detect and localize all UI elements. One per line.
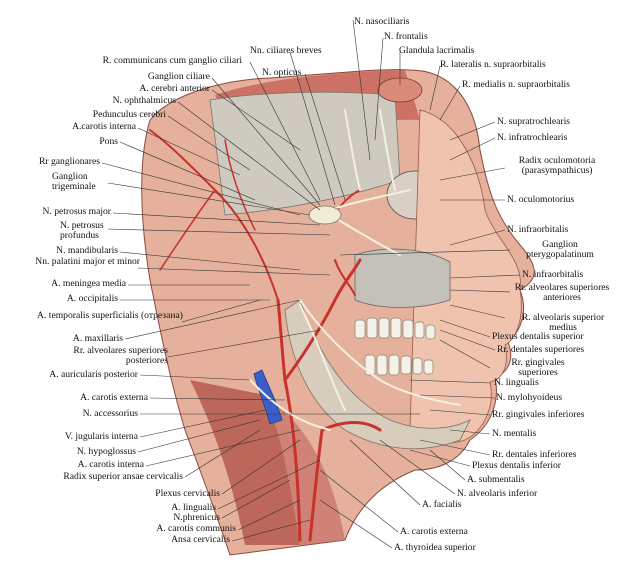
label-glandula-lacrimalis: Glandula lacrimalis bbox=[399, 45, 475, 56]
upper-teeth bbox=[354, 317, 436, 340]
label-n-petrosus-major: N. petrosus major bbox=[42, 206, 111, 217]
label-a-cerebri-anterior: A. cerebri anterior bbox=[139, 83, 210, 94]
label-a-carotis-interna-bottom: A. carotis interna bbox=[77, 459, 144, 470]
label-r-medialis-supraorbitalis: R. medialis n. supraorbitalis bbox=[462, 79, 570, 90]
label-n-infraorbitalis-1: N. infraorbitalis bbox=[507, 224, 569, 235]
label-n-frontalis: N. frontalis bbox=[384, 31, 428, 42]
arteries bbox=[149, 129, 382, 542]
label-rr-gingivales-inferiores: Rr. gingivales inferiores bbox=[492, 409, 585, 420]
label-n-infraorbitalis-2: N. infraorbitalis bbox=[522, 269, 584, 280]
label-v-jugularis-interna: V. jugularis interna bbox=[64, 431, 138, 442]
label-pons: Pons bbox=[99, 136, 118, 147]
label-nn-palatini: Nn. palatini major et minor bbox=[35, 256, 140, 267]
label-n-supratrochlearis: N. supratrochlearis bbox=[497, 116, 570, 127]
label-a-auricularis-posterior: A. auricularis posterior bbox=[49, 369, 138, 380]
label-r-lateralis-supraorbitalis: R. lateralis n. supraorbitalis bbox=[440, 59, 546, 70]
label-n-mandibularis: N. mandibularis bbox=[56, 245, 118, 256]
label-n-alveolaris-inferior: N. alveolaris inferior bbox=[457, 488, 538, 499]
label-a-facialis: A. facialis bbox=[422, 499, 462, 510]
label-ganglion-ciliare: Ganglion ciliare bbox=[147, 71, 210, 82]
label-n-lingualis: N. lingualis bbox=[494, 377, 539, 388]
trigeminal-ganglion bbox=[308, 205, 342, 225]
label-plexus-dentalis-superior: Plexus dentalis superior bbox=[492, 331, 584, 342]
label-a-maxillaris: A. maxillaris bbox=[72, 333, 123, 344]
label-n-opticus: N. opticus bbox=[262, 67, 302, 78]
label-a-temporalis-superficialis: A. temporalis superficialis (отрезана) bbox=[37, 310, 183, 321]
label-a-lingualis: A. lingualis bbox=[171, 502, 216, 513]
label-a-submentalis: A. submentalis bbox=[467, 474, 525, 485]
label-radix-oculomotoria: Radix oculomotoria (parasympathicus) bbox=[518, 155, 596, 176]
label-a-thyroidea-superior: A. thyroidea superior bbox=[394, 542, 476, 553]
label-r-alveolaris-sup-medius: R. alveolaris superior medius bbox=[521, 312, 605, 333]
label-a-carotis-interna-top: A.carotis interna bbox=[72, 121, 136, 132]
label-rr-dentales-superiores: Rr. dentales superiores bbox=[497, 344, 585, 355]
label-a-carotis-communis: A. carotis communis bbox=[156, 523, 236, 534]
label-a-meningea-media: A. meningea media bbox=[51, 278, 126, 289]
label-pedunculus-cerebri: Pedunculus cerebri bbox=[92, 109, 166, 120]
label-rr-ganglionares: Rr ganglionares bbox=[38, 156, 100, 167]
label-n-petrosus-profundus: N. petrosus profundus bbox=[60, 220, 104, 241]
label-a-occipitalis: A. occipitalis bbox=[66, 293, 118, 304]
label-a-carotis-externa-left: A. carotis externa bbox=[80, 392, 148, 403]
label-n-mylohyoideus: N. mylohyoideus bbox=[496, 392, 563, 403]
label-n-mentalis: N. mentalis bbox=[492, 428, 537, 439]
maxillary-window bbox=[354, 248, 451, 308]
label-nn-ciliares-breves: Nn. ciliares breves bbox=[250, 45, 322, 56]
label-r-communicans: R. communicans cum ganglio ciliari bbox=[102, 55, 242, 66]
neck-muscle-2 bbox=[265, 395, 345, 545]
label-rr-dentales-inferiores: Rr. dentales inferiores bbox=[492, 449, 577, 460]
label-n-hypoglossus: N. hypoglossus bbox=[76, 446, 136, 457]
label-n-accessorius: N. accessorius bbox=[82, 408, 138, 419]
label-ganglion-trigeminale: Ganglion trigeminale bbox=[52, 171, 96, 192]
label-rr-alveolares-sup-ant: Rr. alveolares superiores anteriores bbox=[514, 282, 610, 303]
label-n-phrenicus: N.phrenicus bbox=[173, 512, 220, 523]
label-ganglion-pterygopalatinum: Ganglion pterygopalatinum bbox=[526, 239, 594, 260]
label-rr-gingivales-superiores: Rr. gingivales superiores bbox=[511, 357, 565, 378]
label-plexus-cervicalis: Plexus cervicalis bbox=[155, 488, 220, 499]
leader-lines bbox=[101, 19, 521, 549]
label-a-carotis-externa-right: A. carotis externa bbox=[400, 526, 468, 537]
label-rr-alveolares-sup-post: Rr. alveolares superiores posteriores bbox=[73, 345, 168, 366]
face-front bbox=[409, 109, 522, 444]
label-n-oculomotorius: N. oculomotorius bbox=[507, 194, 575, 205]
mandible bbox=[284, 299, 471, 450]
label-ansa-cervicalis: Ansa cervicalis bbox=[171, 534, 230, 545]
label-plexus-dentalis-inferior: Plexus dentalis inferior bbox=[472, 460, 561, 471]
label-n-infratrochlearis: N. infratrochlearis bbox=[497, 132, 568, 143]
label-radix-superior-ansae: Radix superior ansae cervicalis bbox=[63, 471, 183, 482]
label-n-nasociliaris: N. nasociliaris bbox=[354, 16, 410, 27]
lower-teeth bbox=[364, 354, 434, 376]
label-n-ophthalmicus: N. ophthalmicus bbox=[112, 95, 176, 106]
